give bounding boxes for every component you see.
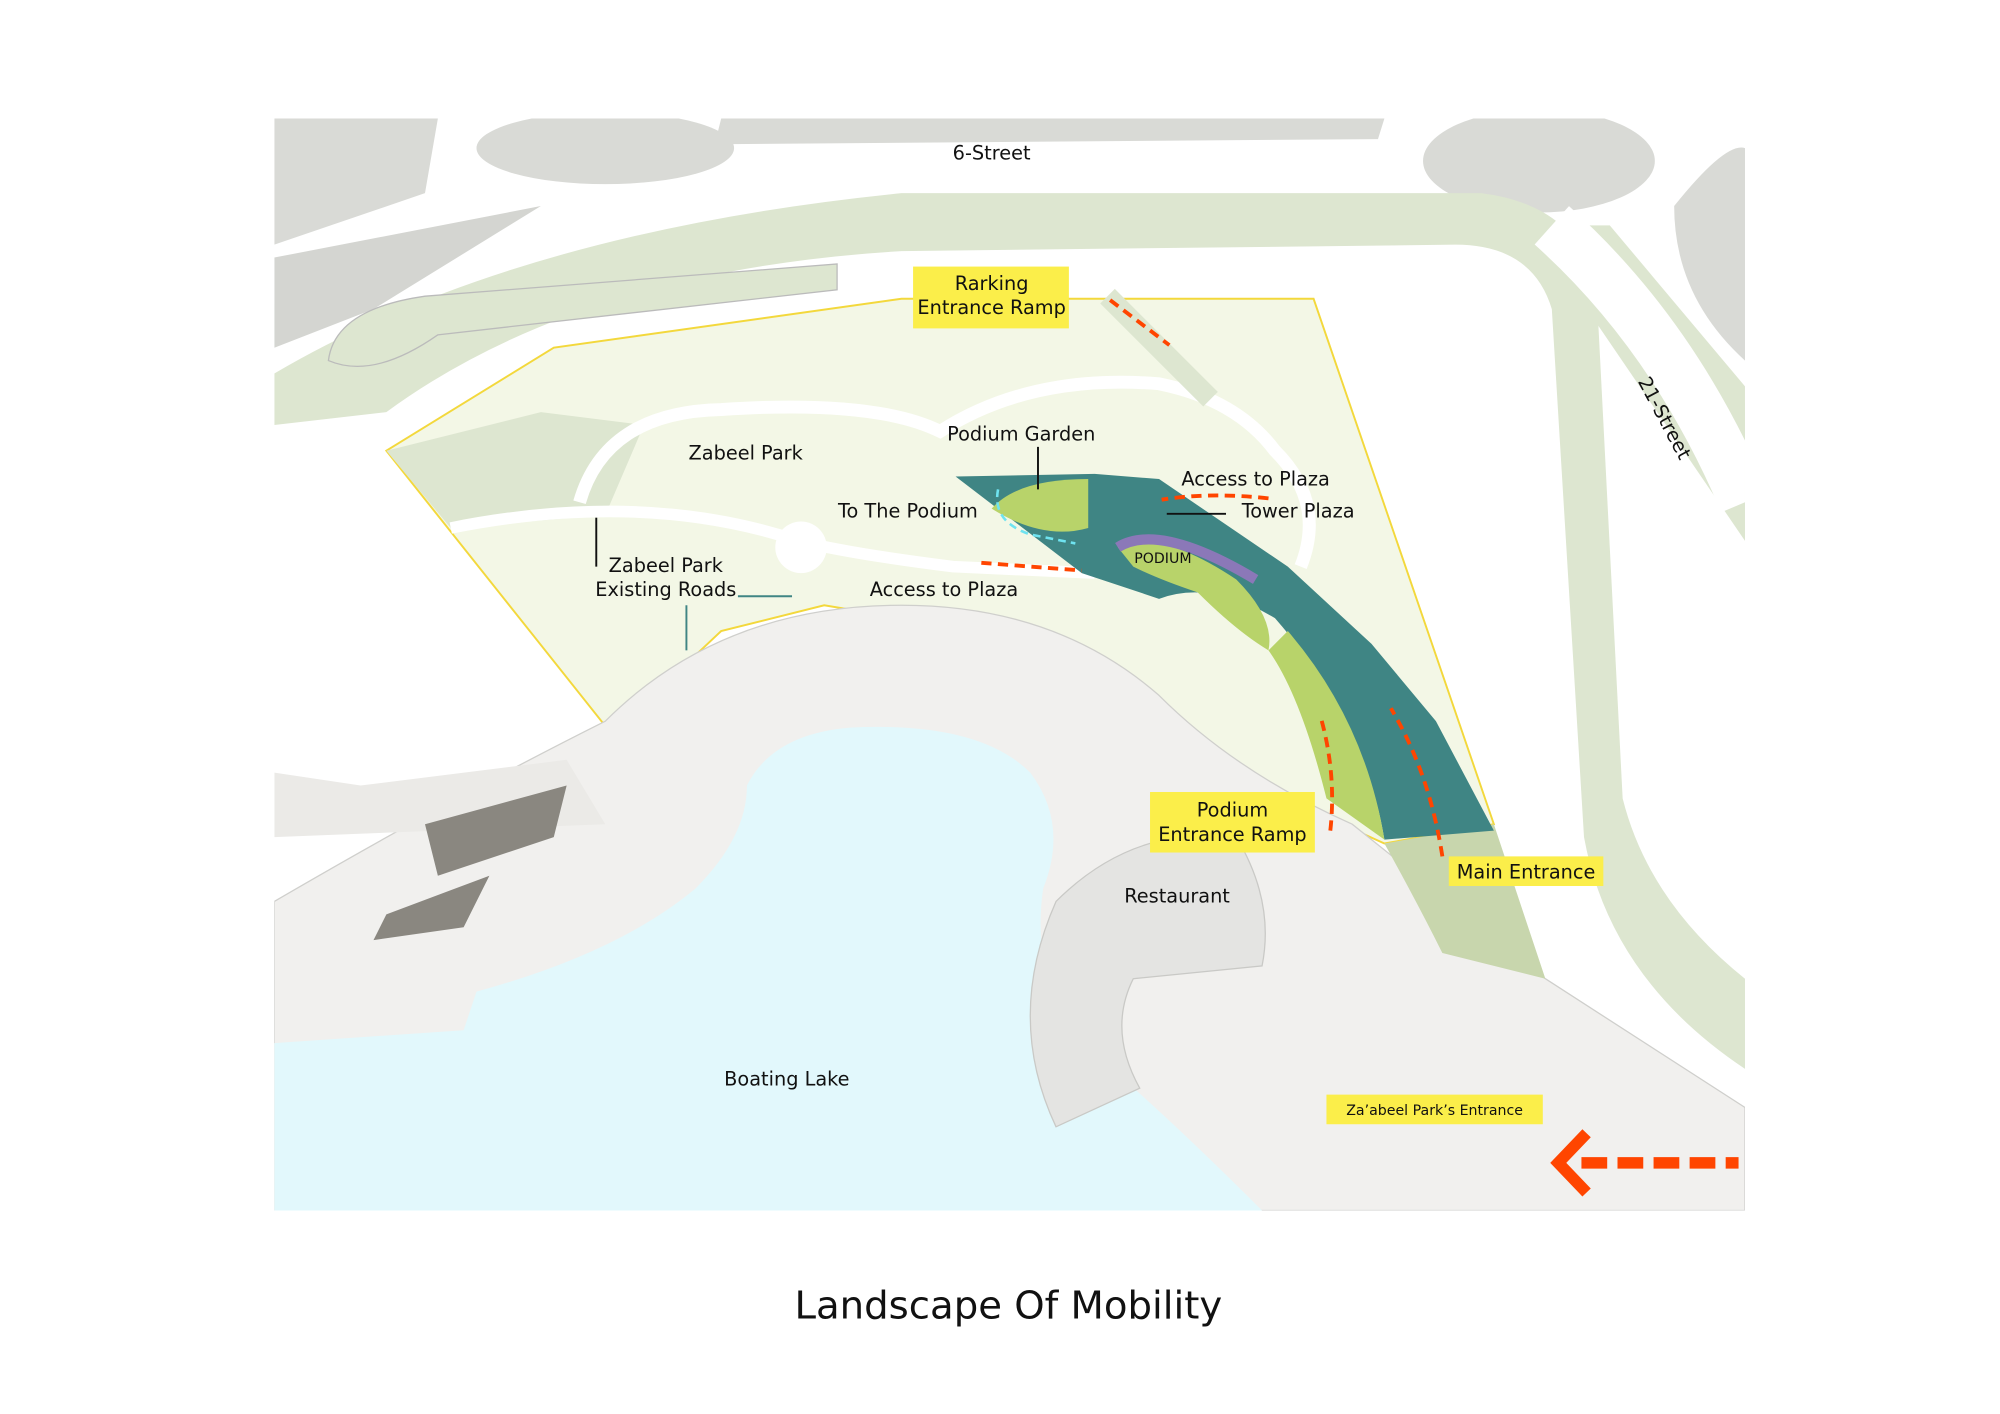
label-park-entrance: Za’abeel Park’s Entrance	[1346, 1103, 1523, 1119]
label-existing-roads-1: Zabeel Park	[609, 554, 724, 577]
parking-ramp-road	[1100, 288, 1218, 407]
main-entrance-label-bg	[1448, 856, 1604, 887]
access-arrow-south	[981, 560, 1082, 573]
tower-plaza	[955, 473, 1494, 840]
label-restaurant: Restaurant	[1124, 885, 1230, 908]
podium-ramp-arrow	[1318, 714, 1335, 831]
parcel	[274, 206, 541, 348]
label-access-plaza-south: Access to Plaza	[870, 578, 1018, 601]
park-entrance-label-bg	[1326, 1094, 1543, 1125]
podium-lawn	[1117, 542, 1270, 651]
parcel	[1423, 118, 1655, 213]
label-existing-roads-2: Existing Roads	[595, 578, 736, 601]
label-parking-ramp-2: Entrance Ramp	[917, 296, 1065, 319]
label-podium-ramp-1: Podium	[1197, 798, 1268, 821]
label-tower-plaza: Tower Plaza	[1241, 500, 1355, 523]
building	[373, 785, 567, 941]
roundabout	[775, 521, 827, 574]
parcel	[476, 118, 735, 185]
parking-arrow	[1108, 298, 1171, 347]
boating-lake	[274, 726, 1263, 1211]
label-6-street: 6-Street	[953, 142, 1031, 165]
label-zabeel-park: Zabeel Park	[689, 442, 804, 465]
podium-canopy	[1115, 534, 1259, 584]
21-street-road	[1534, 206, 1745, 513]
label-to-the-podium: To The Podium	[837, 500, 978, 523]
label-parking-ramp-1: Rarking	[955, 272, 1029, 295]
parcel	[714, 118, 1385, 145]
label-podium-garden: Podium Garden	[947, 422, 1095, 445]
park-path	[573, 375, 1316, 570]
figure-title: Landscape Of Mobility	[795, 1284, 1223, 1329]
green-verge	[327, 263, 838, 367]
parking-ramp-label-bg	[913, 266, 1069, 329]
label-podium-ramp-2: Entrance Ramp	[1158, 823, 1306, 846]
podium-garden	[991, 479, 1089, 532]
podium-ramp-lawn	[1268, 631, 1385, 840]
access-arrow-east	[1161, 493, 1269, 502]
parcel	[274, 118, 438, 245]
label-main-entrance: Main Entrance	[1457, 860, 1596, 883]
main-entrance-arrow	[1389, 707, 1445, 857]
label-access-plaza-east: Access to Plaza	[1181, 467, 1329, 490]
label-podium-sign: PODIUM	[1134, 551, 1191, 567]
circulation-arrows	[981, 298, 1445, 857]
park-path	[449, 505, 1095, 579]
label-boating-lake: Boating Lake	[724, 1068, 849, 1091]
arrow-head-icon	[1550, 1129, 1591, 1197]
walk-path-indicator	[995, 489, 1076, 545]
podium-ramp-label-bg	[1150, 791, 1315, 853]
parcel	[1674, 147, 1745, 361]
leader-lines	[595, 446, 1227, 651]
